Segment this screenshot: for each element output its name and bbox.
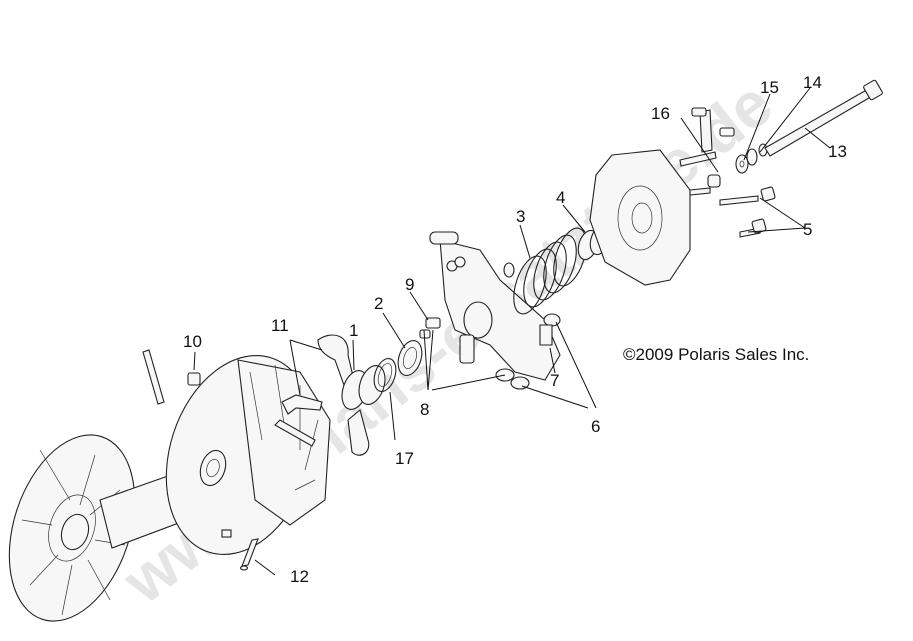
part-17-ring [373,357,397,393]
part-14-spacer [746,143,768,166]
callout-3: 3 [516,207,525,226]
callout-7: 7 [550,371,559,390]
cover [589,149,691,286]
part-15-washer [735,154,749,174]
part-3-spring [513,227,587,315]
callout-10: 10 [183,332,202,351]
callout-17: 17 [395,449,414,468]
spider [429,231,561,381]
callout-16: 16 [651,104,670,123]
callout-12: 12 [290,567,309,586]
callout-6: 6 [591,417,600,436]
callout-15: 15 [760,78,779,97]
callout-4: 4 [556,188,565,207]
callout-11: 11 [271,316,289,335]
part-9-spacer [419,317,441,339]
part-11-weights [274,334,370,456]
part-7-pin [539,324,553,346]
part-13-bolt [764,79,883,157]
callout-13: 13 [828,142,847,161]
part-6-rollers [495,313,561,390]
callout-5: 5 [803,220,812,239]
part-12-pin [142,349,259,571]
callout-8: 8 [420,400,429,419]
copyright-notice: ©2009 Polaris Sales Inc. [623,345,809,364]
callout-2: 2 [374,294,383,313]
callout-14: 14 [803,73,822,92]
callout-9: 9 [405,275,414,294]
part-10-nut [187,372,201,386]
part-5-bolts [719,186,776,238]
callout-1: 1 [349,321,358,340]
callouts: 10 11 1 2 9 3 4 17 8 7 6 5 16 15 14 13 1… [183,73,847,586]
leader-lines [193,87,831,576]
part-2-seal [397,339,423,377]
